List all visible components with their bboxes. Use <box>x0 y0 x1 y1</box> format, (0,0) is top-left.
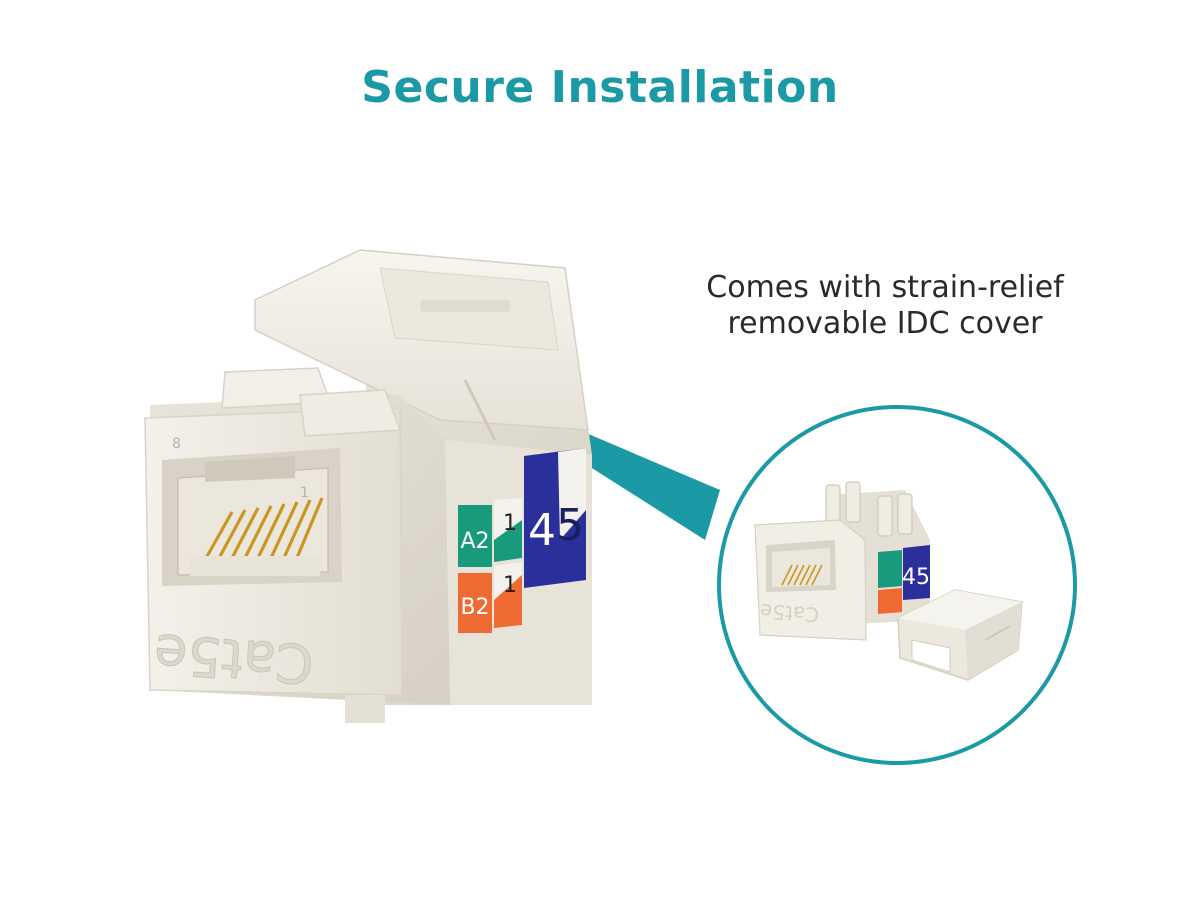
pin-number-8: 8 <box>172 436 181 452</box>
page-title: Secure Installation <box>361 62 839 113</box>
rj45-port <box>162 448 342 586</box>
label-num-bottom: 1 <box>503 573 517 598</box>
label-num-top: 1 <box>503 511 517 536</box>
svg-text:45: 45 <box>902 565 930 590</box>
wiring-labels: A2 B2 1 1 4 5 <box>458 448 586 633</box>
embossed-cat5e: Cat5e <box>152 621 316 695</box>
caption-line-2: removable IDC cover <box>727 306 1043 341</box>
caption-line-1: Comes with strain-relief <box>706 270 1064 305</box>
label-big-4: 4 <box>528 505 556 556</box>
idc-cover-removed <box>897 589 1023 681</box>
callout-lens: 45 Cat5e <box>717 405 1077 765</box>
svg-text:Cat5e: Cat5e <box>759 599 820 627</box>
label-big-5: 5 <box>556 500 584 551</box>
feature-caption: Comes with strain-relief removable IDC c… <box>660 270 1110 342</box>
label-a2: A2 <box>460 529 489 554</box>
label-b2: B2 <box>460 595 489 620</box>
mini-jack: 45 Cat5e <box>754 481 930 641</box>
pin-number-1: 1 <box>300 485 309 501</box>
keystone-jack: A2 B2 1 1 4 5 <box>144 249 592 723</box>
